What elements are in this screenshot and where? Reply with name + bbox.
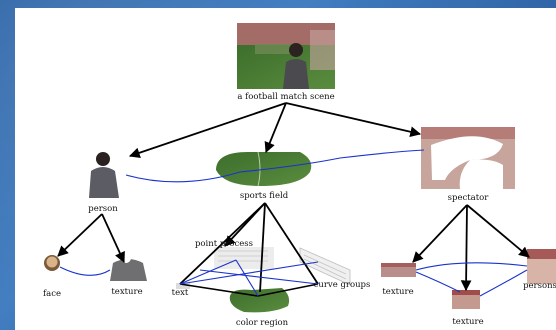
root-scene-image [237,23,335,89]
edge-spectator-persons [466,204,530,258]
label-person-texture: texture [111,287,142,297]
label-root: a football match scene [237,92,334,102]
edge-spectator-texture-left [412,204,468,263]
relation-texture-texture [415,271,461,293]
label-color-region: color region [236,318,289,328]
relation-texture-persons-2 [479,269,528,297]
hierarchy-edges [57,102,530,293]
face-image [44,255,60,271]
label-spectator-texture-left: texture [382,287,413,297]
label-text: text [172,288,189,298]
label-point-process: point process [195,239,253,249]
edge-root-sportsfield [264,102,287,153]
edge-field-curvegroups [264,202,319,285]
edge-person-texture [101,213,125,263]
sibling-edges [179,283,319,297]
label-sports-field: sports field [240,191,289,201]
label-spectator-texture-bottom: texture [452,317,483,327]
persons-image [527,249,556,284]
relation-texture-persons [415,262,528,271]
spectator-texture-left-image [381,263,416,277]
label-spectator: spectator [448,193,490,203]
relation-pp-color [235,259,259,297]
edge-root-person [128,102,287,158]
label-face: face [43,289,61,299]
relation-text-curve [179,261,319,285]
edge-colorregion-curvegroups [257,283,319,297]
edge-field-text [179,202,266,285]
edge-spectator-texture-bottom [460,204,472,292]
edge-root-spectator [285,102,422,138]
spectator-image [421,127,515,189]
relation-pp-curve [199,269,319,285]
relation-person-field-spectator [125,149,425,183]
label-curve-groups: curve groups [314,280,371,290]
person-texture-image [110,253,147,281]
label-person: person [88,204,118,214]
spectator-texture-bottom-image [452,290,480,309]
person-image [88,150,126,198]
text-image [176,283,190,289]
relation-face-texture [59,266,111,276]
relation-edges [59,149,528,297]
relation-text-pp [179,259,237,285]
label-persons: persons [523,281,556,291]
node-labels: a football match scene person sports fie… [43,92,556,328]
edge-person-face [57,213,103,257]
edge-text-colorregion [179,283,259,297]
